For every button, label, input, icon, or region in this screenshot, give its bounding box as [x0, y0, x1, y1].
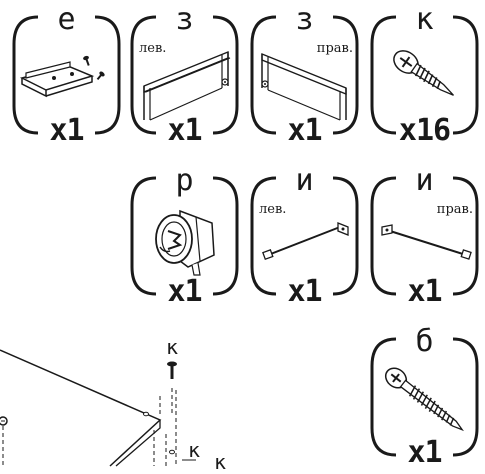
- part-quantity: x1: [167, 113, 202, 148]
- part-letter: к: [415, 2, 434, 37]
- callout-k-top: к: [166, 335, 179, 359]
- back-rail-left-icon: [143, 51, 231, 121]
- bracket-frame: [250, 176, 359, 296]
- long-screw-icon: [384, 367, 464, 432]
- screw-icon: [167, 361, 177, 379]
- bracket-frame: [12, 15, 121, 135]
- part-quantity: x1: [167, 274, 202, 309]
- rod-left-icon: [262, 222, 349, 261]
- part-card-k: к x16: [368, 5, 481, 146]
- part-letter: б: [415, 324, 434, 359]
- part-quantity: x16: [398, 113, 451, 148]
- part-quantity: x1: [287, 274, 322, 309]
- part-letter: и: [295, 163, 314, 198]
- screw-icon: [393, 50, 454, 96]
- part-letter: е: [57, 2, 76, 37]
- part-side-label: прав.: [316, 41, 353, 56]
- bracket-frame: [370, 15, 479, 135]
- screw-head-icon: [0, 416, 8, 426]
- part-side-label: прав.: [436, 202, 473, 217]
- callout-k-right: к: [214, 450, 227, 474]
- cam-lock-icon: [155, 209, 215, 276]
- bracket-frame: [370, 176, 479, 296]
- part-letter: и: [415, 163, 434, 198]
- part-quantity: x1: [407, 435, 442, 470]
- part-letter: з: [295, 2, 314, 37]
- part-letter: з: [175, 2, 194, 37]
- back-rail-right-icon: [261, 53, 347, 121]
- part-letter: р: [175, 163, 194, 198]
- part-side-label: лев.: [139, 41, 167, 56]
- part-card-z-right: з прав. x1: [248, 5, 361, 146]
- part-card-r: р x1: [128, 166, 241, 307]
- assembly-diagram: [0, 349, 196, 467]
- bracket-frame: [130, 176, 239, 296]
- part-quantity: x1: [49, 113, 84, 148]
- bracket-frame: [130, 15, 239, 135]
- shelf-support-bracket-icon: [19, 55, 105, 98]
- part-card-b: б x1: [368, 327, 481, 468]
- bracket-frame: [250, 15, 359, 135]
- part-side-label: лев.: [259, 202, 287, 217]
- part-card-i-right: и прав. x1: [368, 166, 481, 307]
- part-quantity: x1: [407, 274, 442, 309]
- part-card-e: е x1: [10, 5, 123, 146]
- part-card-i-left: и лев. x1: [248, 166, 361, 307]
- rod-right-icon: [381, 224, 472, 260]
- part-card-z-left: з лев. x1: [128, 5, 241, 146]
- part-quantity: x1: [287, 113, 322, 148]
- bracket-frame: [370, 337, 479, 457]
- callout-k-middle: к: [188, 438, 201, 462]
